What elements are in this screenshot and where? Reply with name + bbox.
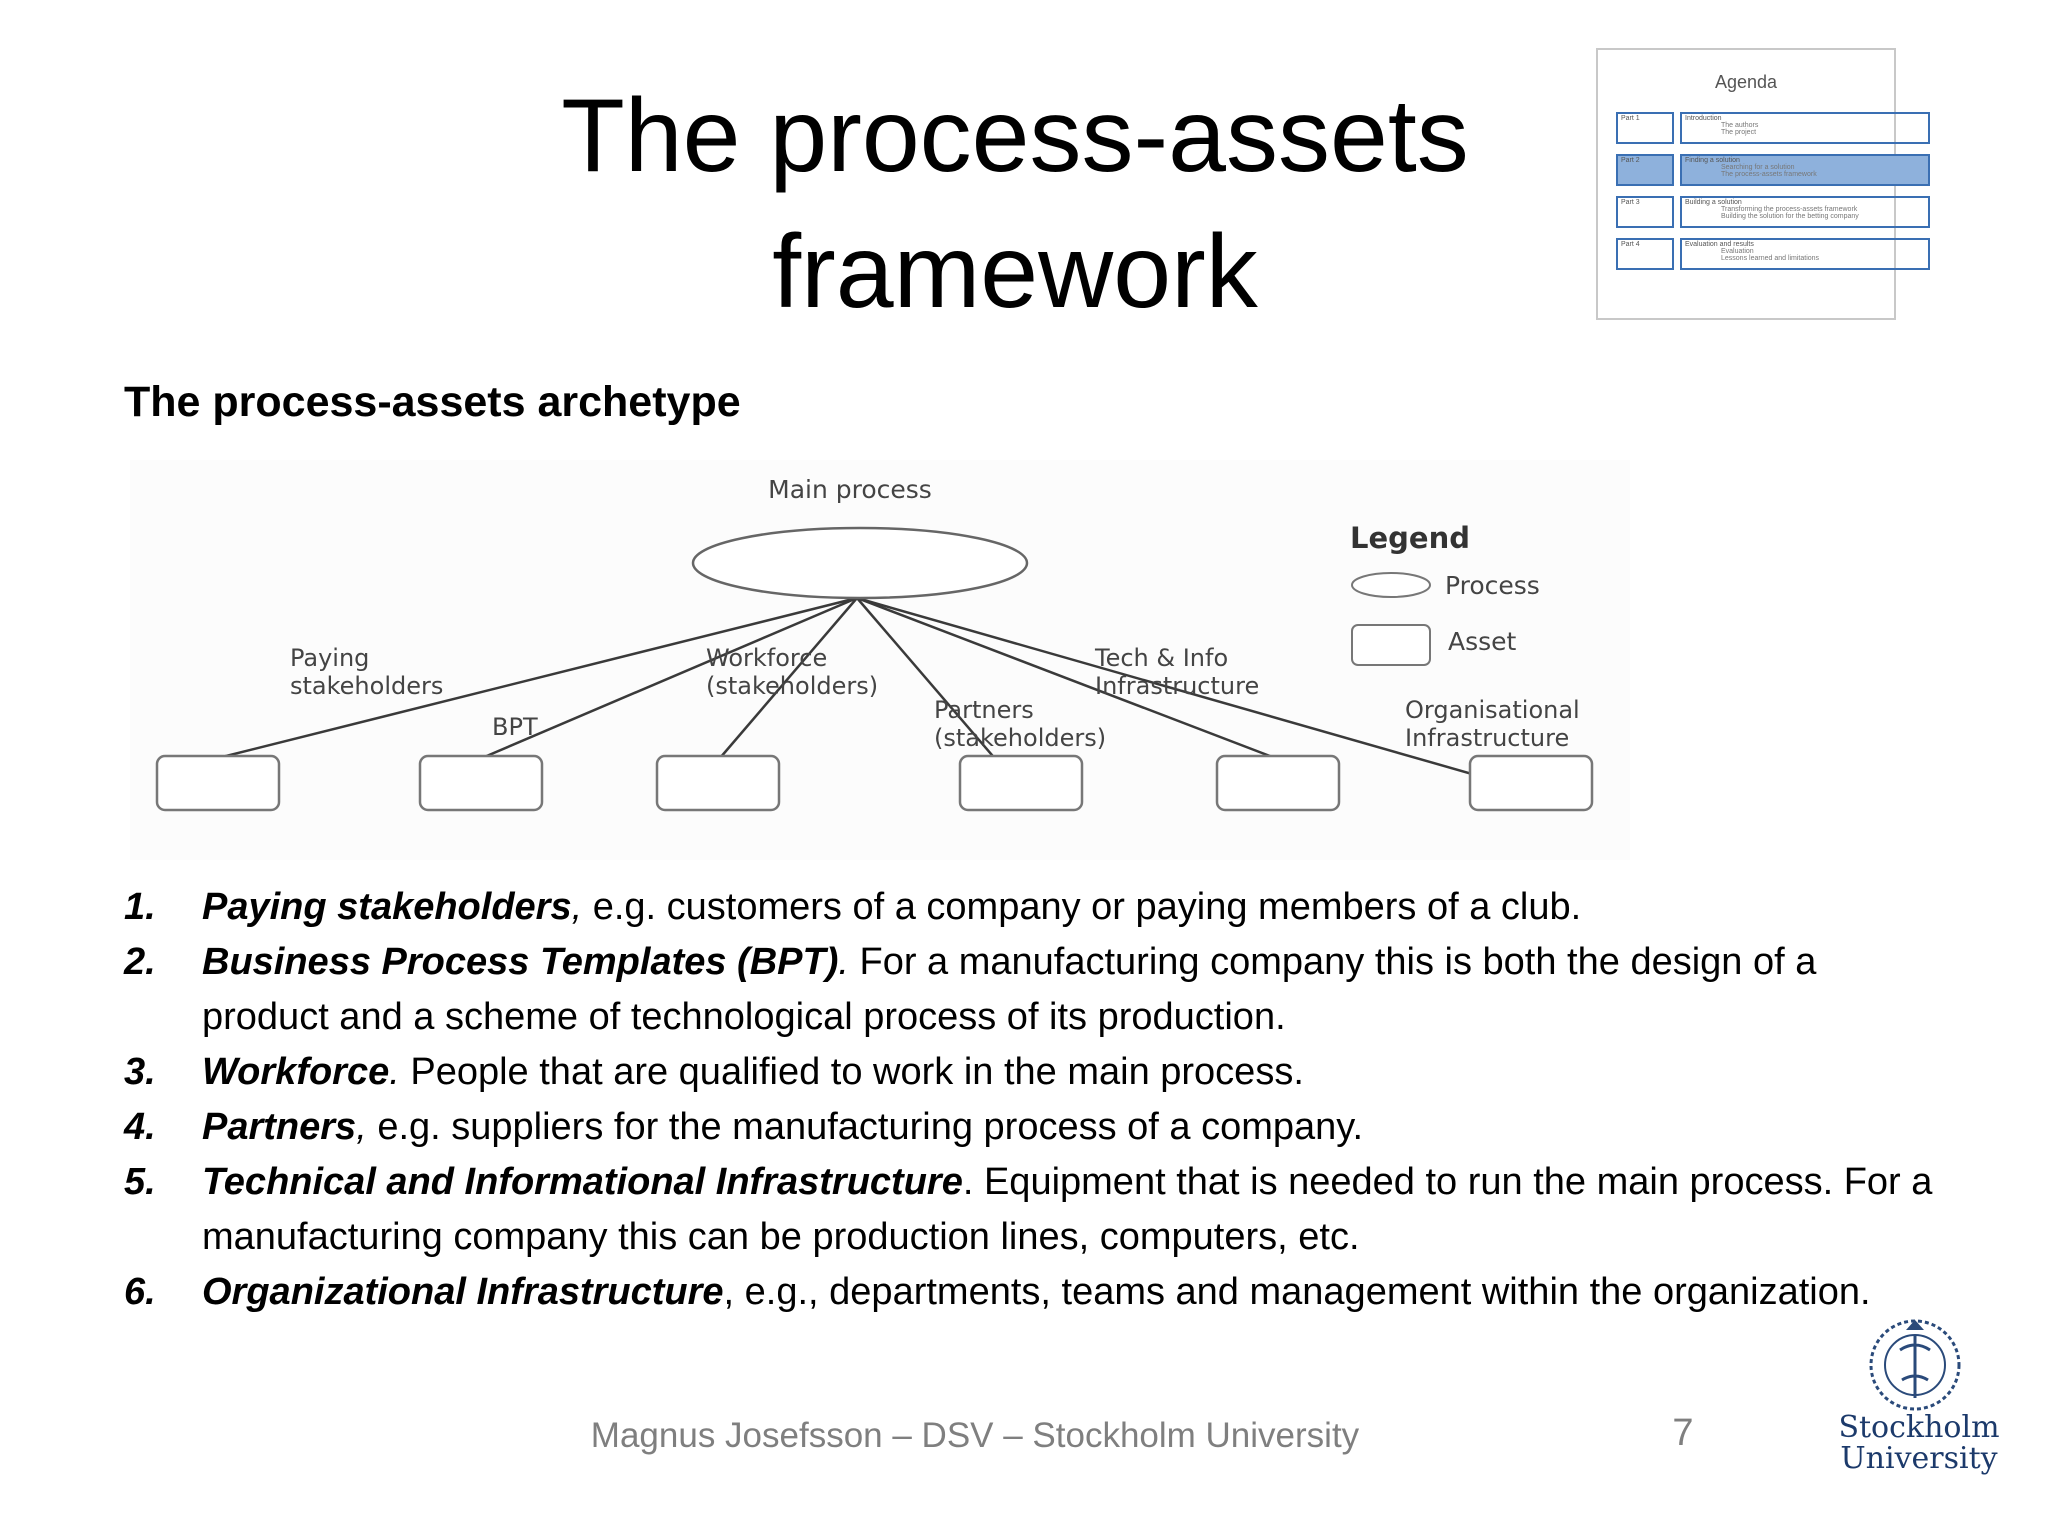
- agenda-subitem: Building the solution for the betting co…: [1721, 213, 1859, 220]
- title-line-1: The process-assets: [561, 78, 1469, 194]
- list-item-description: For a manufacturing company this is both…: [202, 941, 1817, 1038]
- footer-text: Magnus Josefsson – DSV – Stockholm Unive…: [590, 1416, 1360, 1455]
- list-item-term: Workforce: [202, 1051, 390, 1093]
- agenda-part-label: Part 4: [1616, 238, 1674, 270]
- agenda-subitem: Lessons learned and limitations: [1721, 255, 1820, 262]
- list-item-term: Technical and Informational Infrastructu…: [202, 1161, 963, 1203]
- asset-box-bpt[interactable]: [418, 754, 544, 812]
- university-logo-text: Stockholm University: [1826, 1412, 2012, 1474]
- agenda-part-label: Part 2: [1616, 154, 1674, 186]
- connector-line: [481, 596, 858, 760]
- agenda-subitem: Evaluation: [1721, 248, 1754, 255]
- list-item-punct: .: [838, 941, 849, 983]
- legend-process-label: Process: [1445, 571, 1540, 600]
- agenda-heading: Introduction: [1685, 115, 1722, 122]
- label-paying-1: Paying: [290, 644, 369, 672]
- connector-line: [217, 596, 858, 760]
- agenda-title: Agenda: [1714, 72, 1778, 92]
- list-item-punct: ,: [723, 1271, 735, 1313]
- agenda-heading: Building a solution: [1685, 199, 1742, 206]
- legend-process-shape: [1351, 572, 1431, 598]
- logo-line-2: University: [1840, 1441, 1998, 1476]
- agenda-heading: Finding a solution: [1685, 157, 1740, 164]
- label-paying-2: stakeholders: [290, 672, 443, 700]
- asset-list: 1. Paying stakeholders, e.g. customers of…: [124, 880, 1944, 1320]
- agenda-subitem: The process-assets framework: [1721, 171, 1817, 178]
- label-tech-2: Infrastructure: [1095, 672, 1259, 700]
- asset-box-organisational[interactable]: [1468, 754, 1594, 812]
- agenda-part-label: Part 3: [1616, 196, 1674, 228]
- logo-line-1: Stockholm: [1838, 1410, 2000, 1445]
- connector-line: [856, 596, 1529, 792]
- list-item-punct: .: [962, 1161, 974, 1203]
- list-item-number: 3.: [124, 1051, 156, 1093]
- asset-box-workforce[interactable]: [655, 754, 781, 812]
- list-item-term: Partners: [202, 1106, 357, 1148]
- list-item: 6. Organizational Infrastructure, e.g., d…: [124, 1265, 1944, 1320]
- connector-line: [719, 597, 858, 759]
- list-item-punct: .: [389, 1051, 400, 1093]
- asset-box-paying-stakeholders[interactable]: [155, 754, 281, 812]
- label-workforce-1: Workforce: [706, 644, 827, 672]
- list-item-term: Paying stakeholders: [202, 886, 572, 928]
- agenda-subitem: Searching for a solution: [1721, 164, 1795, 171]
- label-partners-2: (stakeholders): [934, 724, 1106, 752]
- title-line-2: framework: [772, 214, 1258, 330]
- agenda-subitem: Transforming the process-assets framewor…: [1721, 206, 1858, 213]
- list-item-number: 1.: [124, 886, 156, 928]
- agenda-subitem: The authors: [1721, 122, 1759, 129]
- list-item-number: 5.: [124, 1161, 156, 1203]
- list-item: 5. Technical and Informational Infrastruc…: [124, 1155, 1944, 1265]
- list-item: 4. Partners, e.g. suppliers for the manuf…: [124, 1100, 1944, 1155]
- main-process-ellipse: [691, 526, 1029, 600]
- label-org-1: Organisational: [1405, 696, 1580, 724]
- list-item-number: 6.: [124, 1271, 156, 1313]
- list-item-description: Equipment that is needed to run the main…: [202, 1161, 1933, 1258]
- list-item: 2. Business Process Templates (BPT). For …: [124, 935, 1944, 1045]
- label-bpt: BPT: [492, 713, 538, 741]
- label-workforce-2: (stakeholders): [706, 672, 878, 700]
- list-item: 1. Paying stakeholders, e.g. customers of…: [124, 880, 1944, 935]
- label-tech-1: Tech & Info: [1094, 644, 1228, 672]
- asset-box-partners[interactable]: [958, 754, 1084, 812]
- connector-line: [856, 596, 1276, 760]
- legend-asset-label: Asset: [1448, 627, 1517, 656]
- list-item-description: e.g. customers of a company or paying me…: [582, 886, 1582, 928]
- agenda-heading: Evaluation and results: [1685, 241, 1754, 248]
- agenda-part-label: Part 1: [1616, 112, 1674, 144]
- section-subtitle: The process-assets archetype: [124, 378, 741, 426]
- legend: Legend Process Asset: [1350, 521, 1540, 666]
- university-seal-icon: [1869, 1319, 1961, 1411]
- list-item-number: 2.: [124, 941, 156, 983]
- main-process-label: Main process: [768, 475, 932, 504]
- legend-asset-shape: [1351, 624, 1431, 666]
- label-org-2: Infrastructure: [1405, 724, 1569, 752]
- legend-title: Legend: [1350, 521, 1470, 555]
- list-item-punct: ,: [571, 886, 583, 928]
- page-number: 7: [1672, 1412, 1694, 1454]
- asset-box-tech-info[interactable]: [1215, 754, 1341, 812]
- agenda-subitem: The project: [1721, 129, 1757, 136]
- slide-title: The process-assets framework: [430, 68, 1600, 340]
- list-item-term: Business Process Templates (BPT): [202, 941, 839, 983]
- list-item: 3. Workforce. People that are qualified t…: [124, 1045, 1944, 1100]
- list-item-description: e.g. suppliers for the manufacturing pro…: [366, 1106, 1364, 1148]
- list-item-description: People that are qualified to work in the…: [399, 1051, 1304, 1093]
- list-item-description: e.g., departments, teams and management …: [734, 1271, 1871, 1313]
- list-item-term: Organizational Infrastructure: [202, 1271, 724, 1313]
- label-partners-1: Partners: [934, 696, 1034, 724]
- list-item-number: 4.: [124, 1106, 156, 1148]
- list-item-punct: ,: [356, 1106, 367, 1148]
